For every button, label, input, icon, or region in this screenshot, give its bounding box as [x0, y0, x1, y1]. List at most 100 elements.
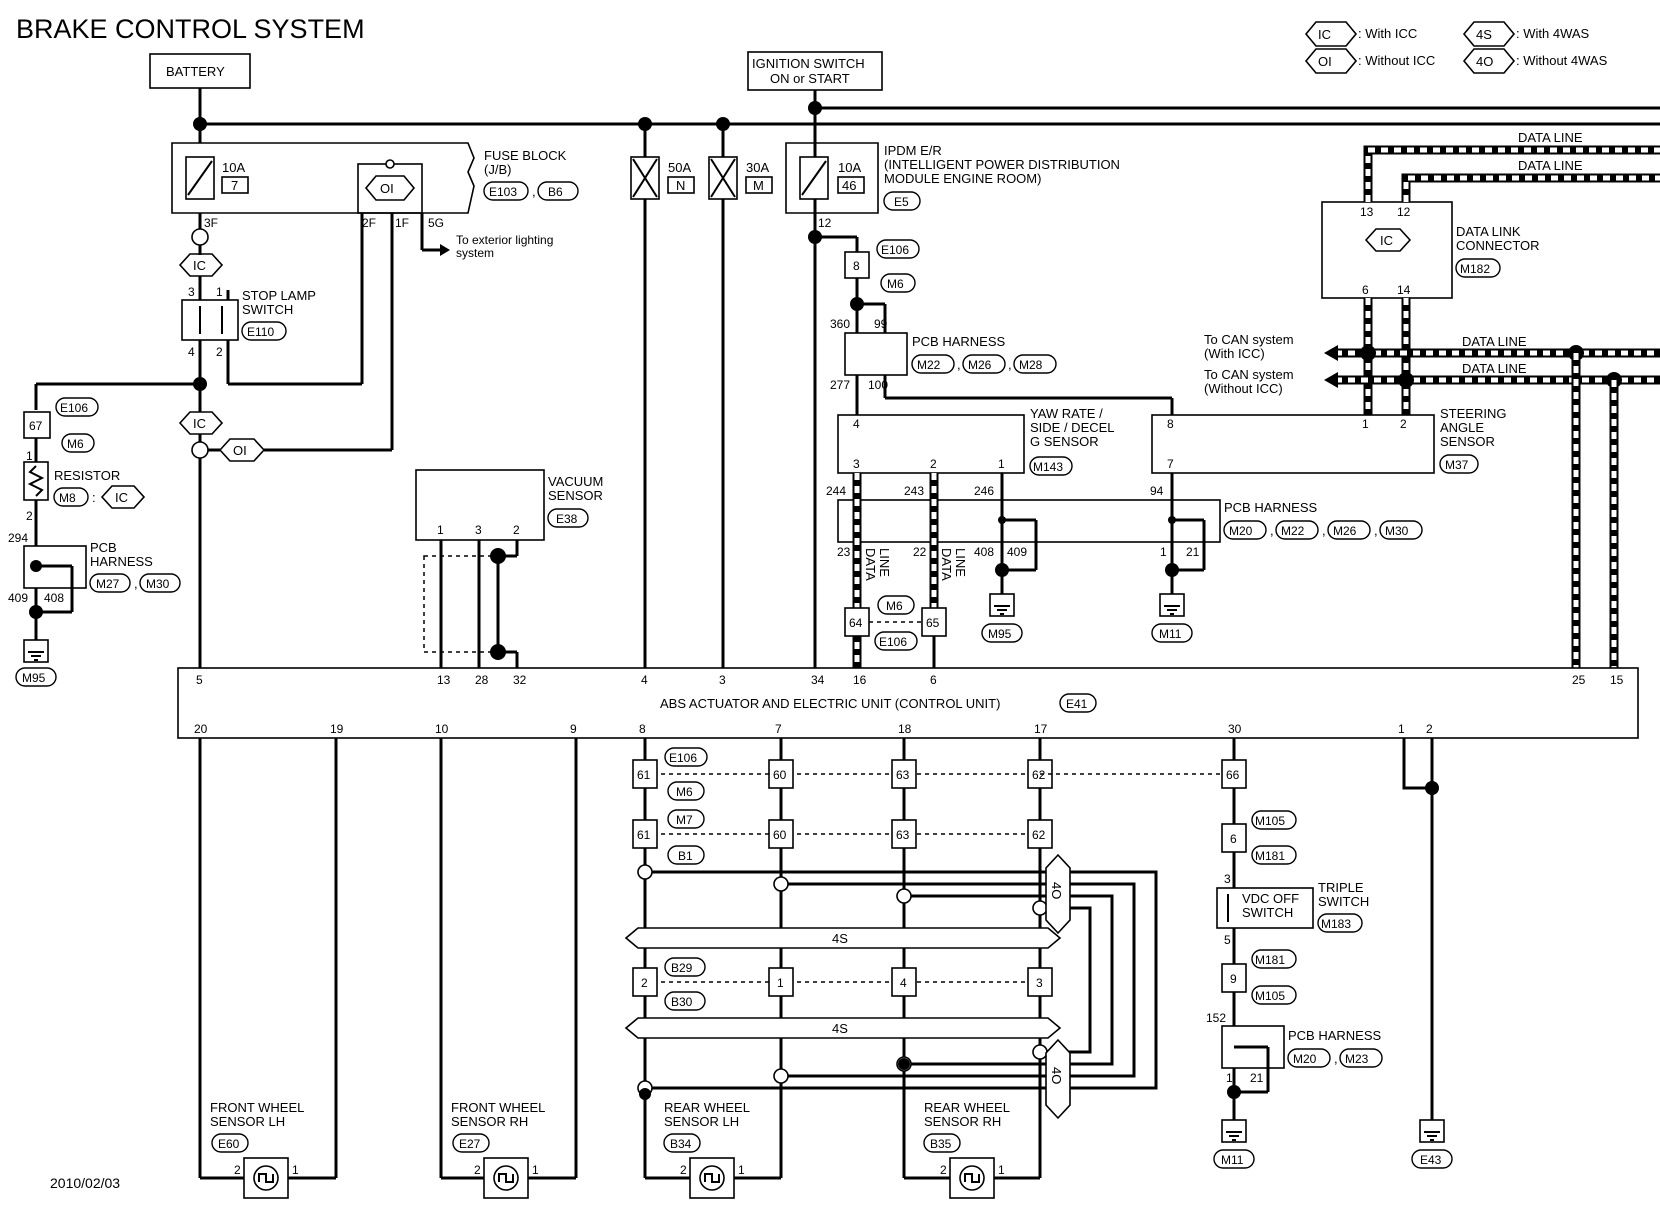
svg-text:M6: M6 [886, 599, 903, 613]
data-line-label-3: DATA LINE [1462, 334, 1527, 349]
abs-bottom-pin: 8 [639, 722, 646, 736]
abs-top-pin: 6 [930, 673, 937, 687]
can-labels: To CAN system (With ICC) To CAN system (… [1204, 332, 1294, 396]
svg-text:8: 8 [853, 259, 860, 273]
abs-bottom-pin: 30 [1228, 722, 1242, 736]
ipdm-label: IPDM E/R [884, 143, 942, 158]
svg-text:M6: M6 [676, 785, 693, 799]
svg-text:E41: E41 [1066, 697, 1088, 711]
svg-text:E106: E106 [669, 751, 697, 765]
svg-text:360: 360 [830, 317, 850, 331]
svg-text:9: 9 [1230, 972, 1237, 986]
sensor-pin: 1 [738, 1163, 745, 1177]
svg-text:2: 2 [1400, 417, 1407, 431]
svg-text:E110: E110 [247, 325, 274, 339]
svg-text:10A: 10A [838, 160, 861, 175]
svg-text:M181: M181 [1255, 849, 1285, 863]
svg-text:M105: M105 [1255, 989, 1285, 1003]
svg-text:6: 6 [1362, 283, 1369, 297]
svg-text:4S: 4S [832, 931, 848, 946]
svg-text:SENSOR RH: SENSOR RH [451, 1114, 528, 1129]
svg-text:DATA: DATA [863, 548, 878, 581]
svg-text:1: 1 [216, 285, 223, 299]
resistor-label: RESISTOR [54, 468, 120, 483]
svg-text:94: 94 [1150, 484, 1164, 498]
fuse-50a: 50A N [630, 156, 695, 200]
junction-box [891, 967, 917, 997]
junction-pin: 3 [1036, 976, 1043, 990]
junction-box [891, 819, 917, 849]
junction-box [632, 967, 658, 997]
svg-text:3F: 3F [204, 216, 218, 230]
sensor-pin: 2 [474, 1163, 481, 1177]
svg-text:SWITCH: SWITCH [242, 302, 293, 317]
diagram-title: BRAKE CONTROL SYSTEM [16, 14, 365, 44]
svg-text:46: 46 [842, 178, 856, 193]
ground-e43: E43 [1411, 1119, 1453, 1169]
pcb-harness-top: 8 E106 M6 360 99 277 100 PCB HARNESS M22… [830, 239, 1057, 392]
svg-text:5G: 5G [428, 216, 444, 230]
svg-text:,: , [957, 357, 961, 372]
junction-pin: 62 [1032, 828, 1046, 842]
svg-text:13: 13 [1360, 205, 1374, 219]
abs-bottom-pin: 19 [330, 722, 344, 736]
svg-text:M181: M181 [1255, 953, 1285, 967]
svg-text:M95: M95 [988, 627, 1012, 641]
sensor-pin: 2 [234, 1163, 241, 1177]
junction-connector-caps: E106 M6 M7 B1 B29 B30 [664, 747, 708, 1011]
svg-text:E5: E5 [894, 195, 909, 209]
svg-text:1: 1 [26, 449, 33, 463]
junction-pin: 60 [773, 828, 787, 842]
pcb-harness-mid: 244 243 246 94 23 22 408 409 1 21 PCB HA… [826, 484, 1423, 559]
svg-text:B30: B30 [671, 995, 693, 1009]
svg-text:SENSOR: SENSOR [548, 488, 603, 503]
svg-text:M27: M27 [96, 577, 120, 591]
yaw-rate-label: YAW RATE / [1030, 406, 1103, 421]
svg-text:1: 1 [1160, 545, 1167, 559]
svg-text:,: , [1334, 1051, 1338, 1066]
svg-text:294: 294 [8, 531, 28, 545]
yaw-rate-sensor: 4 3 2 1 YAW RATE / SIDE / DECEL G SENSOR… [837, 406, 1115, 476]
svg-text:SIDE / DECEL: SIDE / DECEL [1030, 420, 1115, 435]
svg-text:12: 12 [818, 216, 832, 230]
sensor-pin: 2 [940, 1163, 947, 1177]
wheel-sensor-labels: FRONT WHEEL SENSOR LH E60 FRONT WHEEL SE… [210, 1100, 1010, 1153]
svg-text:M105: M105 [1255, 814, 1285, 828]
svg-text:FRONT WHEEL: FRONT WHEEL [451, 1100, 545, 1115]
svg-text:SWITCH: SWITCH [1318, 894, 1369, 909]
svg-text:MODULE ENGINE ROOM): MODULE ENGINE ROOM) [884, 171, 1041, 186]
without-4was-routing: 4O 4O [637, 853, 1158, 1120]
svg-text:M30: M30 [146, 577, 170, 591]
diagram-date: 2010/02/03 [50, 1175, 120, 1191]
sensor-pin: 1 [998, 1163, 1005, 1177]
legend-4o-text: : Without 4WAS [1516, 53, 1608, 68]
svg-text:B1: B1 [678, 849, 693, 863]
junction-pin: 61 [637, 828, 651, 842]
junction-pin: 61 [637, 768, 651, 782]
svg-text:SENSOR RH: SENSOR RH [924, 1114, 1001, 1129]
svg-text:REAR WHEEL: REAR WHEEL [924, 1100, 1010, 1115]
svg-text:246: 246 [974, 484, 994, 498]
svg-text:IC: IC [193, 416, 206, 431]
svg-text:E27: E27 [459, 1137, 481, 1151]
svg-text:100: 100 [868, 378, 888, 392]
svg-text:REAR WHEEL: REAR WHEEL [664, 1100, 750, 1115]
svg-text:M26: M26 [968, 358, 992, 372]
legend-ic-code: IC [1318, 27, 1331, 42]
svg-text:M183: M183 [1321, 917, 1351, 931]
svg-text:M28: M28 [1019, 358, 1043, 372]
svg-text:OI: OI [233, 443, 247, 458]
svg-text:SENSOR LH: SENSOR LH [210, 1114, 285, 1129]
svg-text:M37: M37 [1445, 458, 1469, 472]
abs-top-pin: 3 [719, 673, 726, 687]
ground-m11-mid: M11 [1151, 593, 1193, 643]
svg-text:M11: M11 [1159, 627, 1182, 641]
legend-4s-code: 4S [1476, 27, 1492, 42]
resistor: 67 E106 M6 1 2 RESISTOR M8 : IC [23, 397, 146, 523]
abs-label: ABS ACTUATOR AND ELECTRIC UNIT (CONTROL … [660, 696, 1000, 711]
svg-text:22: 22 [913, 545, 927, 559]
